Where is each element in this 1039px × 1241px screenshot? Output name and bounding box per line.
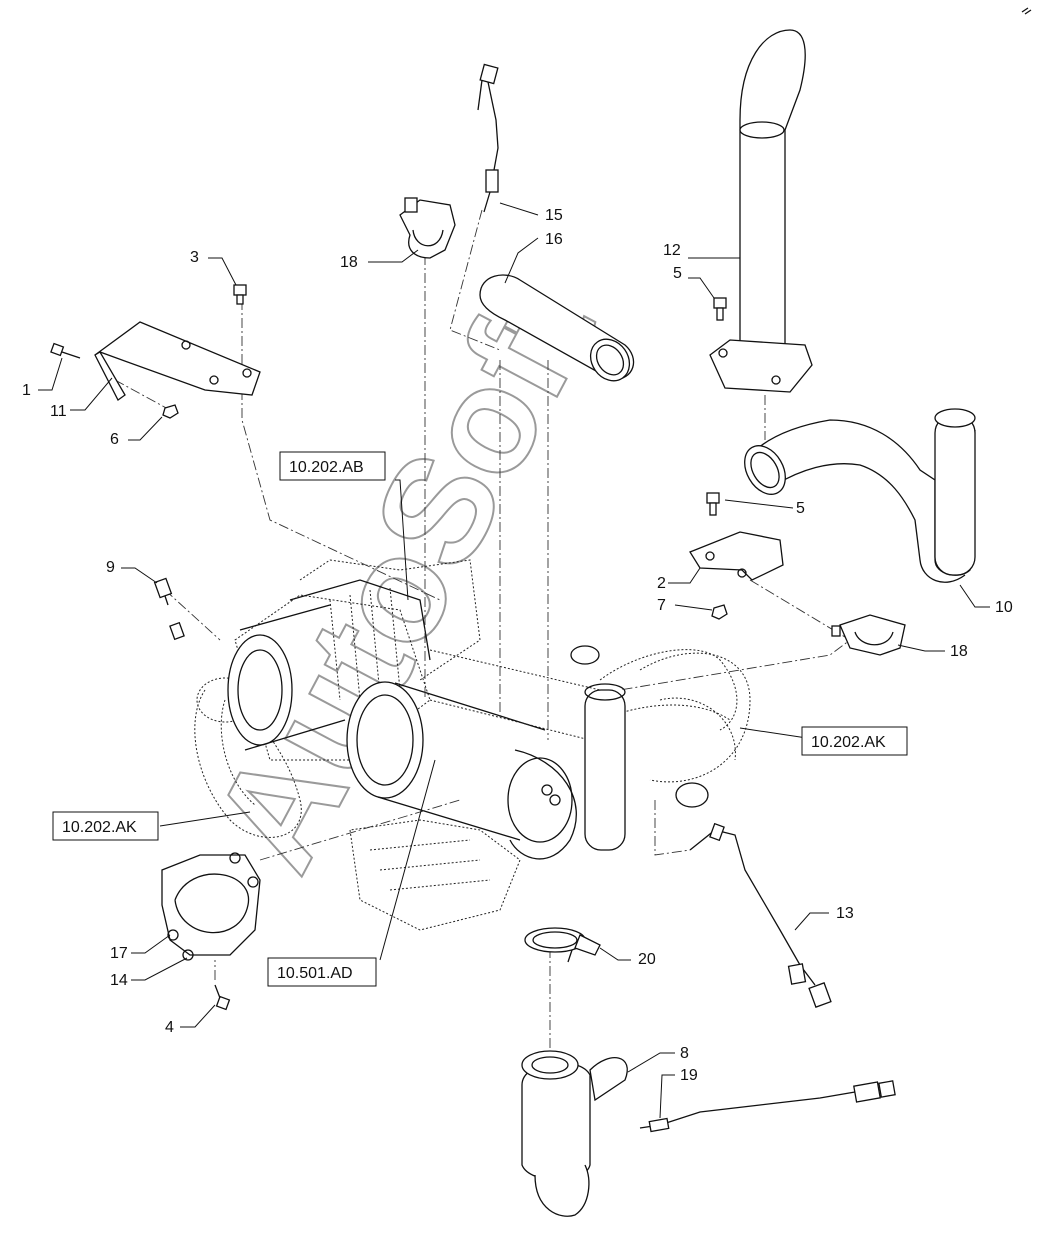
nut-6 [162, 404, 179, 419]
clamp-17 [161, 852, 261, 961]
bolt-1 [50, 342, 81, 359]
leader-lines [38, 202, 990, 1119]
corner-mark-icon [1021, 7, 1032, 15]
center-lines [114, 209, 851, 1050]
reference-text-ad: 10.501.AD [277, 965, 353, 982]
callout-4: 4 [165, 1019, 174, 1036]
callout-2: 2 [657, 575, 666, 592]
clamp-20 [524, 927, 601, 963]
watermark: AutoSoft [179, 256, 627, 896]
bolt-4 [214, 984, 231, 1011]
nut-7 [711, 604, 728, 620]
callout-15: 15 [545, 207, 563, 224]
callout-11: 11 [50, 403, 67, 420]
callout-18-right: 18 [950, 643, 968, 660]
callout-9: 9 [106, 559, 115, 576]
bracket-2 [689, 531, 784, 581]
sensor-9 [153, 577, 185, 641]
reference-text-ak-right: 10.202.AK [811, 734, 886, 751]
callout-19: 19 [680, 1067, 698, 1084]
reference-box-ad: 10.501.AD [267, 957, 377, 987]
exhaust-stack-12 [709, 29, 813, 393]
sensor-19 [639, 1080, 896, 1133]
clamp-18-upper [399, 197, 456, 259]
callout-10: 10 [995, 599, 1013, 616]
callout-16: 16 [545, 231, 563, 248]
bolt-3 [233, 284, 247, 305]
callout-5-lower: 5 [796, 500, 805, 517]
reference-box-ak-right: 10.202.AK [801, 726, 908, 756]
reference-text-ak-left: 10.202.AK [62, 819, 137, 836]
sensor-15 [477, 63, 499, 213]
reference-text-ab: 10.202.AB [289, 459, 364, 476]
callout-3: 3 [190, 249, 199, 266]
callout-6: 6 [110, 431, 119, 448]
bracket-11 [94, 321, 261, 401]
callout-20: 20 [638, 951, 656, 968]
callout-12: 12 [663, 242, 681, 259]
callout-1: 1 [22, 382, 31, 399]
bolt-5-upper [713, 297, 727, 321]
callout-17: 17 [110, 945, 128, 962]
sensor-13 [689, 822, 832, 1008]
callout-7: 7 [657, 597, 666, 614]
bolt-5-lower [706, 492, 720, 516]
callout-5-upper: 5 [673, 265, 682, 282]
callout-18-upper: 18 [340, 254, 358, 271]
ghost-assembly [194, 559, 751, 931]
callout-14: 14 [110, 972, 128, 989]
pipe-10 [744, 408, 976, 583]
reference-box-ak-left: 10.202.AK [52, 811, 159, 841]
catalyst-8 [521, 1050, 628, 1217]
clamp-18-right [831, 614, 906, 656]
callout-numbers: 1 11 3 6 18 15 16 12 5 5 2 7 10 18 9 17 … [22, 207, 1013, 1084]
watermark-text: AutoSoft [180, 257, 626, 895]
callout-13: 13 [836, 905, 854, 922]
heat-shield-16 [479, 274, 635, 382]
callout-8: 8 [680, 1045, 689, 1062]
reference-box-ab: 10.202.AB [279, 451, 386, 481]
